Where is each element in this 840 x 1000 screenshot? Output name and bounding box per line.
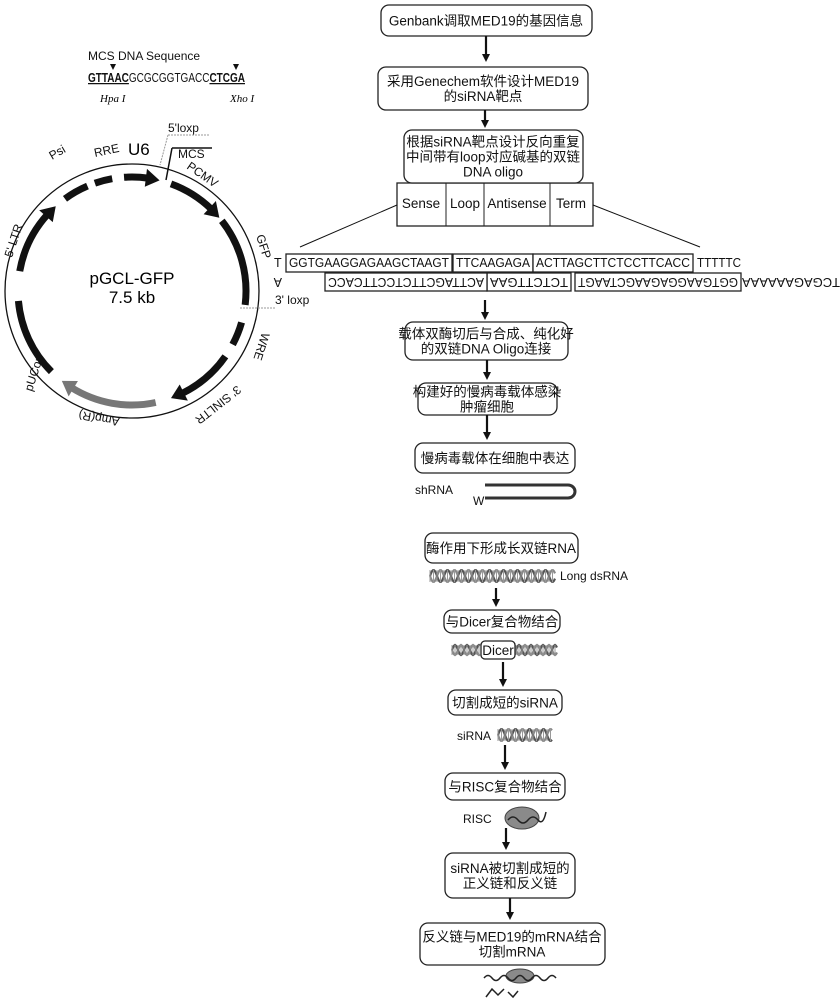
bottom-tail: A — [273, 275, 282, 289]
flow-box-text: 切割成短的siRNA — [452, 695, 558, 711]
oligo-bottom-strand: TCGAGAAAAAA GGTGAAGGAGAAGCTAAGT TCTCTTGA… — [273, 273, 840, 291]
oligo-top-strand: T GGTGAAGGAGAAGCTAAGT TTCAAGAGA ACTTAGCT… — [274, 254, 741, 272]
flow-box-step10: 与RISC复合物结合 — [445, 773, 565, 800]
feature-wre: WRE — [250, 331, 272, 362]
flow-box-text: 切割mRNA — [479, 944, 546, 960]
psi-arc — [65, 186, 87, 199]
bottom-b3: ACTTAGCTTCTCCTTCACC — [328, 275, 484, 289]
part-antisense: Antisense — [487, 196, 546, 211]
mcs-middle: GCGCGGTGACC — [129, 71, 210, 85]
flow-box-step4: 载体双酶切后与合成、纯化好的双链DNA Oligo连接 — [398, 322, 574, 360]
flow-box-step12: 反义链与MED19的mRNA结合切割mRNA — [420, 923, 605, 965]
gfp-arc — [222, 221, 246, 305]
top-lead: T — [274, 256, 282, 270]
hpa-site: GTTAAC — [88, 71, 129, 85]
u6-arc-arrowhead-icon — [145, 169, 160, 187]
flow-box-text: 载体双酶切后与合成、纯化好 — [398, 327, 574, 342]
risc-label: RISC — [463, 812, 492, 826]
flow-box-text: 反义链与MED19的mRNA结合 — [422, 930, 602, 945]
top-loop: TTCAAGAGA — [456, 256, 531, 270]
bottom-lead: TCGAGAAAAAA — [741, 275, 840, 289]
shrna-w-label: W — [473, 494, 485, 508]
feature-sinltr: 3' SINLTR — [192, 383, 243, 428]
expand-line-left — [300, 205, 397, 247]
xho-label: Xho I — [229, 93, 255, 105]
loxp5-label: 5'loxp — [168, 121, 199, 135]
flow-box-text: 慢病毒载体在细胞中表达 — [421, 450, 570, 466]
u6-arc — [124, 177, 148, 178]
flow-box-text: 酶作用下形成长双链RNA — [426, 541, 576, 556]
plasmid-size: 7.5 kb — [109, 288, 155, 307]
flow-box-step8: 与Dicer复合物结合 — [444, 610, 560, 633]
feature-u6: U6 — [128, 140, 150, 159]
loxp3-label: 3' loxp — [275, 293, 310, 307]
long-dsrna-label: Long dsRNA — [560, 569, 628, 583]
part-loop: Loop — [450, 196, 480, 211]
bottom-b2: TCTCTTGAA — [489, 275, 568, 289]
bottom-b1: GGTGAAGGAGAAGCTAAGT — [578, 275, 738, 289]
flow-box-text: siRNA被切割成短的 — [450, 860, 569, 876]
top-antisense: ACTTAGCTTCTCCTTCACC — [536, 256, 690, 270]
flow-box-text: Genbank调取MED19的基因信息 — [389, 13, 583, 29]
sirna-helix-icon — [498, 729, 552, 741]
expand-line-right — [593, 205, 700, 247]
part-term: Term — [556, 196, 586, 211]
shrna-hairpin-icon — [485, 485, 575, 498]
flow-box-text: 的siRNA靶点 — [444, 89, 523, 104]
dicer-label: Dicer — [482, 643, 514, 658]
flow-box-step9: 切割成短的siRNA — [448, 690, 562, 715]
flow-box-text: 中间带有loop对应碱基的双链 — [406, 149, 581, 165]
xho-site: CTCGA — [209, 71, 245, 85]
flow-box-step6: 慢病毒载体在细胞中表达 — [415, 443, 575, 473]
sirna-label: siRNA — [457, 729, 491, 743]
sinltr-arc — [182, 356, 225, 393]
part-sense: Sense — [402, 196, 440, 211]
plasmid-name: pGCL-GFP — [89, 269, 174, 288]
flow-box-text: 构建好的慢病毒载体感染 — [413, 384, 562, 400]
hpa-label: Hpa I — [99, 93, 127, 105]
flow-box-text: 肿瘤细胞 — [460, 399, 514, 415]
rre-arc — [95, 179, 112, 183]
hpa-cut-marker-icon — [110, 64, 116, 70]
flow-box-step7: 酶作用下形成长双链RNA — [425, 533, 578, 563]
long-dsrna-helix-icon — [430, 570, 555, 582]
xho-cut-marker-icon — [233, 64, 239, 70]
wre-arc — [233, 322, 242, 344]
amp-arc — [72, 388, 156, 405]
flow-box-step3: 根据siRNA靶点设计反向重复中间带有loop对应碱基的双链DNA oligo — [404, 130, 583, 183]
feature-rre: RRE — [93, 141, 121, 160]
oligo-structure: Sense Loop Antisense Term — [300, 183, 700, 247]
feature-amp: Amp(R) — [77, 408, 120, 429]
flow-box-text: DNA oligo — [463, 165, 523, 180]
flow-box-text: 与Dicer复合物结合 — [446, 614, 559, 630]
mcs-sequence: MCS DNA Sequence GTTAACGCGCGGTGACCCTCGA … — [88, 49, 255, 105]
flow-box-text: 采用Genechem软件设计MED19 — [387, 74, 579, 89]
plasmid-map: pGCL-GFP 7.5 kb 5'loxp 3' loxp Psi RRE U… — [2, 121, 310, 429]
top-sense: GGTGAAGGAGAAGCTAAGT — [289, 256, 449, 270]
flow-box-text: 正义链和反义链 — [463, 876, 558, 891]
flow-box-step11: siRNA被切割成短的正义链和反义链 — [445, 853, 575, 898]
flow-box-step1: Genbank调取MED19的基因信息 — [381, 5, 592, 36]
shrna-label: shRNA — [415, 483, 453, 497]
feature-psi: Psi — [47, 142, 68, 162]
flow-box-text: 与RISC复合物结合 — [448, 779, 562, 795]
flow-box-text: 的双链DNA Oligo连接 — [421, 341, 552, 357]
mcs-sequence-text: GTTAACGCGCGGTGACCCTCGA — [88, 71, 245, 85]
flow-box-step5: 构建好的慢病毒载体感染肿瘤细胞 — [413, 383, 562, 415]
flow-box-text: 根据siRNA靶点设计反向重复 — [406, 134, 579, 150]
mcs-title: MCS DNA Sequence — [88, 49, 200, 63]
top-tail: TTTTTC — [697, 256, 741, 270]
flow-box-step2: 采用Genechem软件设计MED19的siRNA靶点 — [378, 67, 588, 110]
feature-gfp: GFP — [253, 233, 274, 261]
